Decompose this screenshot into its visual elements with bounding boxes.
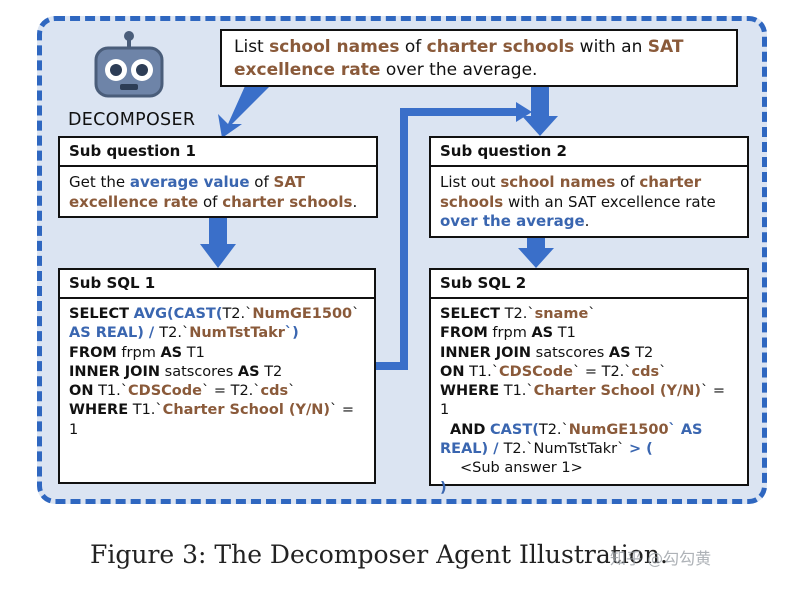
- sql1-line-4: INNER JOIN satscores AS T2: [69, 363, 283, 380]
- sub-question-2-text: List out school names of charter schools…: [440, 173, 716, 230]
- agent-label: DECOMPOSER: [68, 110, 196, 130]
- sub-sql-2-title: Sub SQL 2: [431, 270, 747, 299]
- sql2-line-2: FROM frpm AS T1: [440, 325, 576, 342]
- arrow-question-to-subq2: [522, 86, 558, 136]
- sub-sql-2-code: SELECT T2.`sname` FROM frpm AS T1 INNER …: [431, 299, 747, 504]
- figure-caption: Figure 3: The Decomposer Agent Illustrat…: [90, 540, 668, 569]
- sub-sql-1-box: Sub SQL 1 SELECT AVG(CAST(T2.`NumGE1500`…: [58, 268, 376, 484]
- q-seg-5: SAT excellence rate: [234, 37, 684, 80]
- arrow-sql1-to-subq2: [376, 108, 520, 370]
- sub-sql-1-code: SELECT AVG(CAST(T2.`NumGE1500` AS REAL) …: [60, 299, 374, 446]
- arrow-subq1-to-sql1: [200, 216, 236, 268]
- sub-sql-2-box: Sub SQL 2 SELECT T2.`sname` FROM frpm AS…: [429, 268, 749, 496]
- sql1-line-1: SELECT AVG(CAST(T2.`NumGE1500`: [69, 306, 360, 322]
- q-seg-1: school names: [269, 37, 400, 57]
- sql2-line-5: WHERE T1.`Charter School (Y/N)` = 1: [440, 383, 726, 419]
- arrow-subq2-to-sql2: [518, 236, 554, 268]
- sql2-line-4: ON T1.`CDSCode` = T2.`cds`: [440, 363, 667, 380]
- robot-icon: [94, 31, 164, 98]
- sub-question-2-box: Sub question 2 List out school names of …: [429, 136, 749, 238]
- sql2-line-8: <Sub answer 1>: [460, 460, 583, 477]
- sql2-line-9: ): [440, 479, 447, 496]
- q-seg-6: over the average.: [380, 60, 538, 80]
- sub-sql-1-title: Sub SQL 1: [60, 270, 374, 299]
- sql1-line-5: ON T1.`CDSCode` = T2.`cds`: [69, 383, 296, 400]
- q-seg-2: of: [399, 37, 427, 57]
- q-seg-3: charter schools: [426, 37, 575, 57]
- sub-question-1-box: Sub question 1 Get the average value of …: [58, 136, 378, 218]
- arrow-question-to-subq1: [218, 86, 270, 138]
- sql1-line-2: AS REAL) / T2.`NumTstTakr`): [69, 325, 299, 342]
- q-seg-0: List: [234, 37, 270, 57]
- sql2-line-6: AND CAST(T2.`NumGE1500` AS: [450, 421, 703, 438]
- sql2-line-7: REAL) / T2.`NumTstTakr` > (: [440, 441, 653, 458]
- watermark: 知乎 @勾勾黄: [610, 549, 712, 568]
- sql1-line-3: FROM frpm AS T1: [69, 344, 205, 361]
- sql2-line-3: INNER JOIN satscores AS T2: [440, 344, 654, 361]
- sql1-line-6: WHERE T1.`Charter School (Y/N)` = 1: [69, 402, 355, 438]
- q-seg-4: with an: [574, 37, 648, 57]
- sub-question-1-title: Sub question 1: [60, 138, 376, 167]
- sub-question-2-title: Sub question 2: [431, 138, 747, 167]
- main-question-box: List school names of charter schools wit…: [220, 29, 738, 87]
- sql2-line-1: SELECT T2.`sname`: [440, 306, 596, 322]
- sub-question-1-text: Get the average value of SAT excellence …: [69, 173, 358, 211]
